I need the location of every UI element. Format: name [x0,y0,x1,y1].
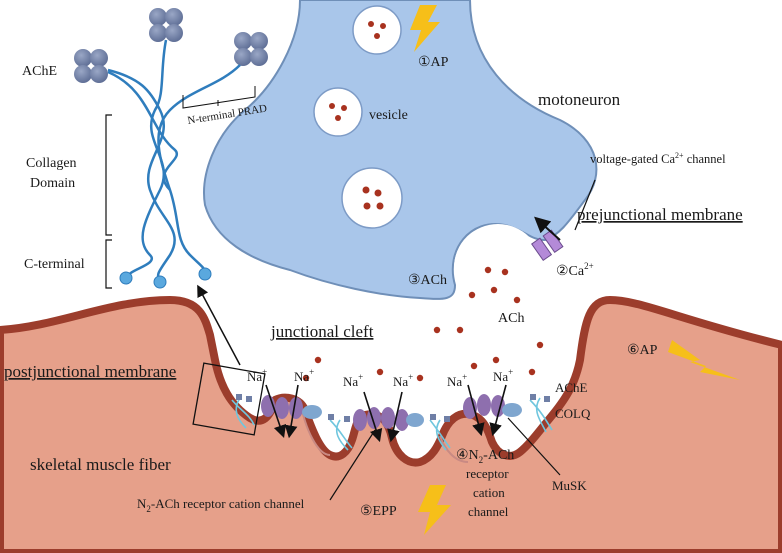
label-ache: AChE [22,64,57,79]
ach-molecules [302,266,544,382]
c-terminal-knobs [119,267,212,289]
label-ach3: ③ACh [408,273,447,288]
prad-bracket [182,86,256,109]
label-musk: MuSK [552,478,587,493]
label-collagen-domain-1: Collagen [26,156,77,171]
na-label: Na+ [294,367,314,384]
ache-small-blobs [236,394,550,422]
na-labels: Na+ Na+ Na+ Na+ Na+ Na+ [247,367,513,389]
pointer-lines [329,179,596,501]
zoom-box [192,362,266,436]
label-colq: COLQ [555,406,591,421]
na-label: Na+ [393,372,413,389]
colq-anchors [231,397,553,451]
label-junctional-cleft: junctional cleft [270,322,374,341]
label-cation: cation [473,485,505,500]
label-receptor: receptor [466,466,509,481]
domain-brackets [105,114,112,289]
lightning-bolt-icon [668,340,740,380]
label-ap6: ⑥AP [627,343,658,358]
label-ach: ACh [498,311,524,326]
label-postjunctional-membrane: postjunctional membrane [4,362,176,381]
label-vesicle: vesicle [369,108,408,123]
label-motoneuron: motoneuron [538,90,621,109]
na-influx-arrows [265,384,507,443]
label-n2-ach-4: ④N2-ACh [456,448,514,465]
lightning-bolt-icon [418,485,451,535]
label-prejunctional-membrane: prejunctional membrane [577,205,743,224]
lightning-bolt-icon [410,5,440,52]
label-epp: ⑤EPP [360,504,397,519]
na-label: Na+ [247,367,267,384]
label-channel: channel [468,504,509,519]
label-n2-receptor-cation-channel: N2-ACh receptor cation channel [137,496,305,514]
label-ca2: ②Ca2+ [556,261,594,279]
na-label: Na+ [447,372,467,389]
vesicle-group [313,5,403,229]
zoom-arrow [197,284,241,366]
motoneuron-terminal [203,0,598,300]
ache-tetramer-icon [74,8,268,83]
ca-influx-arrow [534,216,561,241]
label-ache-right: AChE [555,380,588,395]
releasing-vesicle [454,224,542,312]
label-collagen-domain-2: Domain [30,176,75,191]
na-label: Na+ [343,372,363,389]
label-ca-channel: voltage-gated Ca2+ channel [590,151,726,166]
label-c-terminal: C-terminal [24,257,85,272]
receptor-clusters [261,394,522,431]
label-skeletal-muscle-fiber: skeletal muscle fiber [30,455,171,474]
na-label: Na+ [493,367,513,384]
label-ap1: ①AP [418,55,449,70]
collagen-triple-helix [107,39,241,281]
